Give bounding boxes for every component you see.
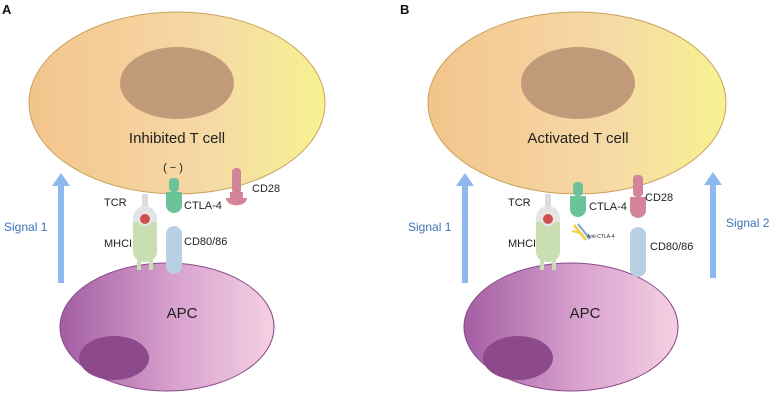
signal1-label: Signal 1 — [408, 220, 452, 234]
t-cell-nucleus — [521, 47, 635, 119]
panel-a: A Inhibited T cell ( − ) APC Signal 1 TC… — [2, 2, 326, 392]
anti-ctla4-label: Anti-CTLA-4 — [587, 234, 615, 240]
antigen-dot — [541, 212, 555, 226]
apc-label: APC — [167, 305, 198, 322]
signal1-label: Signal 1 — [4, 220, 48, 234]
apc-label: APC — [570, 305, 601, 322]
ctla4-receptor — [166, 178, 182, 213]
signal1-arrowhead — [52, 173, 70, 186]
ctla4-label: CTLA-4 — [589, 201, 627, 213]
cd80-molecule — [630, 227, 646, 277]
panel-b-letter: B — [400, 2, 409, 17]
anti-ctla4-antibody — [571, 223, 591, 241]
cd80-label: CD80/86 — [184, 236, 227, 248]
cd28-label: CD28 — [252, 183, 280, 195]
antigen-dot — [138, 212, 152, 226]
tcr-label: TCR — [104, 197, 127, 209]
cd28-label: CD28 — [645, 192, 673, 204]
t-cell-label: Activated T cell — [527, 130, 628, 147]
signal1-arrowhead — [456, 173, 474, 186]
t-cell-label: Inhibited T cell — [129, 130, 225, 147]
tcr-label: TCR — [508, 197, 531, 209]
ctla4-receptor — [570, 182, 586, 217]
inhibition-label: ( − ) — [163, 162, 183, 174]
signal2-arrowhead — [704, 172, 722, 185]
apc-nucleus — [79, 336, 149, 380]
mhc-label: MHCI — [508, 238, 536, 250]
apc-nucleus — [483, 336, 553, 380]
mhc-molecule — [133, 222, 157, 270]
cd28-receptor — [226, 168, 247, 206]
t-cell-nucleus — [120, 47, 234, 119]
signal2-label: Signal 2 — [726, 216, 770, 230]
cd80-molecule — [166, 226, 182, 274]
mhc-label: MHCI — [104, 238, 132, 250]
mhc-molecule — [536, 222, 560, 270]
ctla4-label: CTLA-4 — [184, 200, 222, 212]
cd28-receptor — [630, 175, 646, 218]
panel-a-letter: A — [2, 2, 12, 17]
cd80-label: CD80/86 — [650, 241, 693, 253]
panel-b: B Activated T cell APC Signal 1 Signal 2… — [400, 2, 770, 392]
